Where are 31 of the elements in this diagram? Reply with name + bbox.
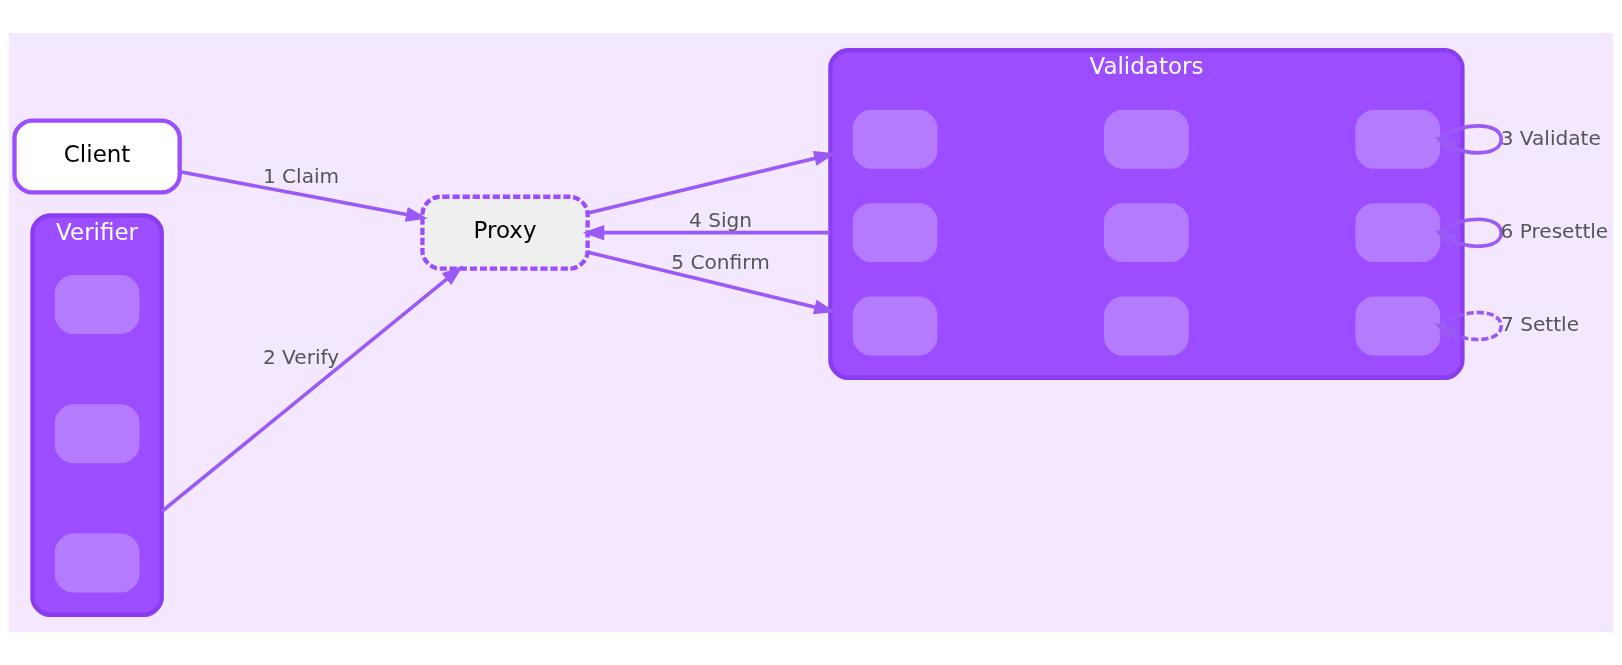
arrow: [1434, 217, 1503, 248]
arrow: [160, 265, 464, 513]
node-box: [852, 203, 938, 263]
edge-label: 6 Presettle: [1500, 218, 1609, 243]
edge-label: 2 Verify: [262, 344, 340, 369]
node-box: [54, 533, 140, 593]
arrow: [587, 151, 836, 215]
arrow: [1434, 310, 1503, 342]
node-box: [1355, 109, 1441, 169]
edge-label: 7 Settle: [1500, 312, 1580, 337]
cluster: Verifier: [30, 213, 164, 617]
node-box: [852, 109, 938, 169]
node-box: [1104, 296, 1189, 356]
edge-label: 3 Validate: [1500, 125, 1601, 150]
edge-label: 5 Confirm: [671, 249, 770, 274]
node-box: [54, 404, 140, 464]
arrow: [587, 250, 836, 315]
arrow: [1434, 124, 1503, 155]
node-box: Client: [12, 118, 182, 195]
node-box: [1104, 203, 1189, 263]
node-box: [1355, 296, 1441, 356]
edge-label: 4 Sign: [688, 208, 753, 233]
node-box: [852, 296, 938, 356]
arrow: [179, 170, 428, 222]
edge-label: 1 Claim: [262, 163, 340, 188]
node-box: [1104, 109, 1189, 169]
arrow: [582, 225, 831, 241]
node-box: [54, 275, 140, 334]
node-box: Proxy: [420, 194, 590, 271]
cluster: Validators: [828, 48, 1465, 380]
node-box: [1355, 203, 1441, 263]
